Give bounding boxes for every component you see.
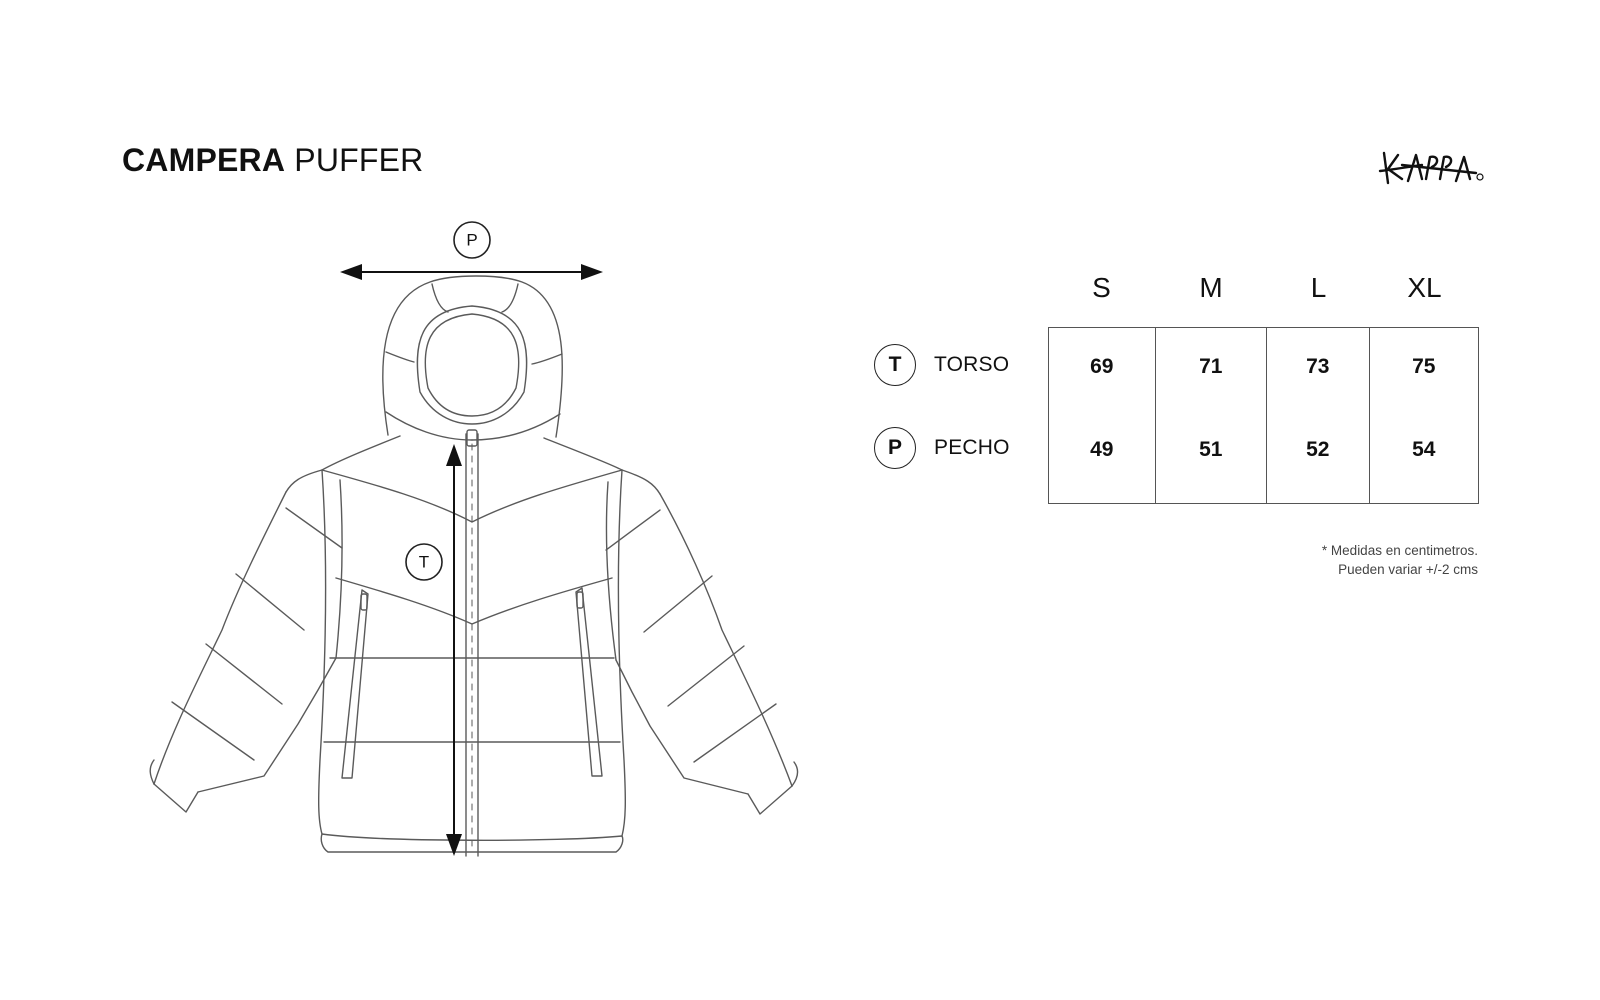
note-line-2: Pueden variar +/-2 cms [1338,562,1478,577]
row-torso: T TORSO [874,344,1009,386]
torso-label: TORSO [934,353,1010,376]
cell-pecho-m: 51 [1199,438,1223,461]
torso-badge [405,543,443,581]
cell-torso-m: 71 [1199,355,1223,378]
size-l: L [1310,272,1327,303]
col-l: 73 52 [1267,328,1370,503]
cell-pecho-l: 52 [1306,438,1330,461]
title-bold: CAMPERA [122,142,286,178]
row-pecho: P PECHO [874,427,1010,469]
cell-torso-s: 69 [1090,355,1114,378]
chest-measure [340,264,603,280]
chevron-bottom [335,577,613,625]
right-pocket [575,587,603,777]
size-header: S M L XL [1048,272,1479,312]
brand-logo [1378,151,1484,185]
body-right-side [617,469,627,837]
left-sleeve [153,491,287,785]
title-light: PUFFER [294,142,424,178]
pecho-code-badge: P [874,427,916,469]
left-pocket [341,589,369,779]
size-table-grid: 69 49 71 51 73 52 75 54 [1048,327,1479,504]
hood-opening [416,305,528,425]
torso-measure [446,444,462,856]
measurement-note: * Medidas en centimetros. Pueden variar … [1322,541,1478,579]
cell-torso-l: 73 [1306,355,1330,378]
body-left-side [317,469,327,835]
hood-outline [382,275,564,438]
hem [320,833,624,853]
cell-pecho-s: 49 [1090,438,1114,461]
zipper [465,433,479,857]
page-title: CAMPERA PUFFER [122,142,423,179]
chest-badge-label: P [466,231,477,250]
col-xl: 75 54 [1370,328,1478,503]
right-sleeve [659,493,793,787]
torso-badge-label: T [419,553,429,572]
torso-code-badge: T [874,344,916,386]
cell-pecho-xl: 54 [1412,438,1436,461]
note-line-1: * Medidas en centimetros. [1321,543,1478,558]
chest-badge [453,221,491,259]
size-xl: XL [1407,272,1442,303]
pecho-label: PECHO [934,436,1010,459]
col-m: 71 51 [1156,328,1267,503]
size-m: M [1199,272,1223,303]
size-s: S [1092,272,1111,303]
col-s: 69 49 [1049,328,1156,503]
cell-torso-xl: 75 [1412,355,1436,378]
